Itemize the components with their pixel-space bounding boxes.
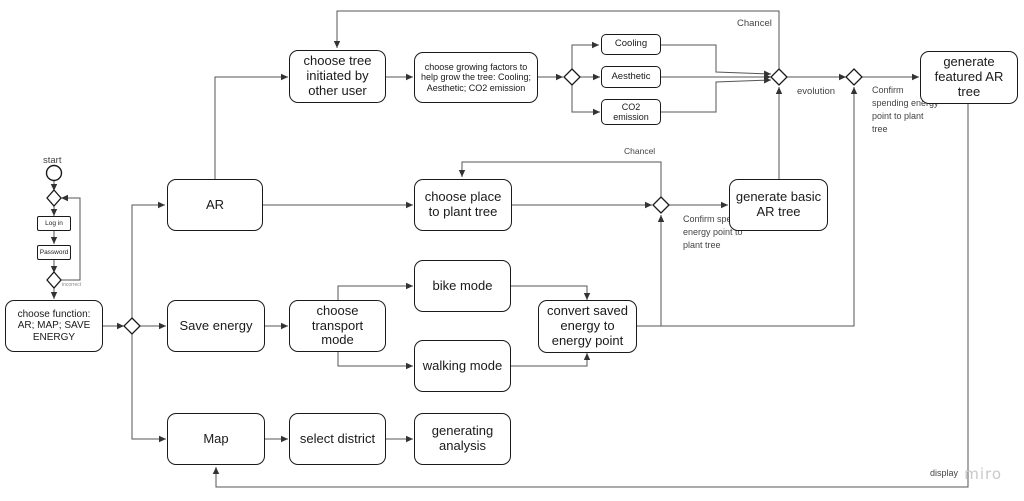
select-district-node: select district [289, 413, 386, 465]
bike-mode-node: bike mode [414, 260, 511, 312]
aesthetic-node: Aesthetic [601, 66, 661, 88]
start-node [45, 164, 63, 182]
map-node: Map [167, 413, 265, 465]
confirm-top-label: Confirm spending energy point to plant t… [872, 85, 939, 135]
choose-place-node: choose place to plant tree [414, 179, 512, 231]
choose-transport-node: choose transport mode [289, 300, 386, 352]
place-decision [652, 196, 670, 214]
evolution-label: evolution [797, 86, 836, 97]
ar-node: AR [167, 179, 263, 231]
choose-tree-node: choose tree initiated by other user [289, 50, 386, 103]
login-decision [46, 189, 62, 207]
factor-merge [770, 68, 788, 86]
display-label: display [930, 468, 959, 478]
factor-decision [563, 68, 581, 86]
co2-node: CO2 emission [601, 99, 661, 125]
choose-function-node: choose function: AR; MAP; SAVE ENERGY [5, 300, 103, 352]
generate-featured-node: generate featured AR tree [920, 51, 1018, 104]
chancel-top-label: Chancel [737, 18, 772, 29]
confirm-mid-label: Confirm spending energy point to plant t… [683, 214, 754, 251]
growing-factors-node: choose growing factors to help grow the … [414, 52, 538, 103]
generate-basic-node: generate basic AR tree [729, 179, 828, 231]
generating-analysis-node: generating analysis [414, 413, 511, 465]
cooling-node: Cooling [601, 34, 661, 55]
miro-watermark: miro [964, 465, 1002, 483]
incorrect-label: incorrect [62, 282, 82, 288]
password-step: Password [37, 245, 71, 260]
save-energy-node: Save energy [167, 300, 265, 352]
walking-mode-node: walking mode [414, 340, 511, 392]
function-decision [123, 317, 141, 335]
start-label: start [43, 155, 62, 166]
password-decision [46, 271, 62, 289]
chancel-mid-label: Chancel [624, 146, 656, 156]
login-step: Log in [37, 216, 71, 231]
evolution-decision [845, 68, 863, 86]
convert-energy-node: convert saved energy to energy point [538, 300, 637, 353]
